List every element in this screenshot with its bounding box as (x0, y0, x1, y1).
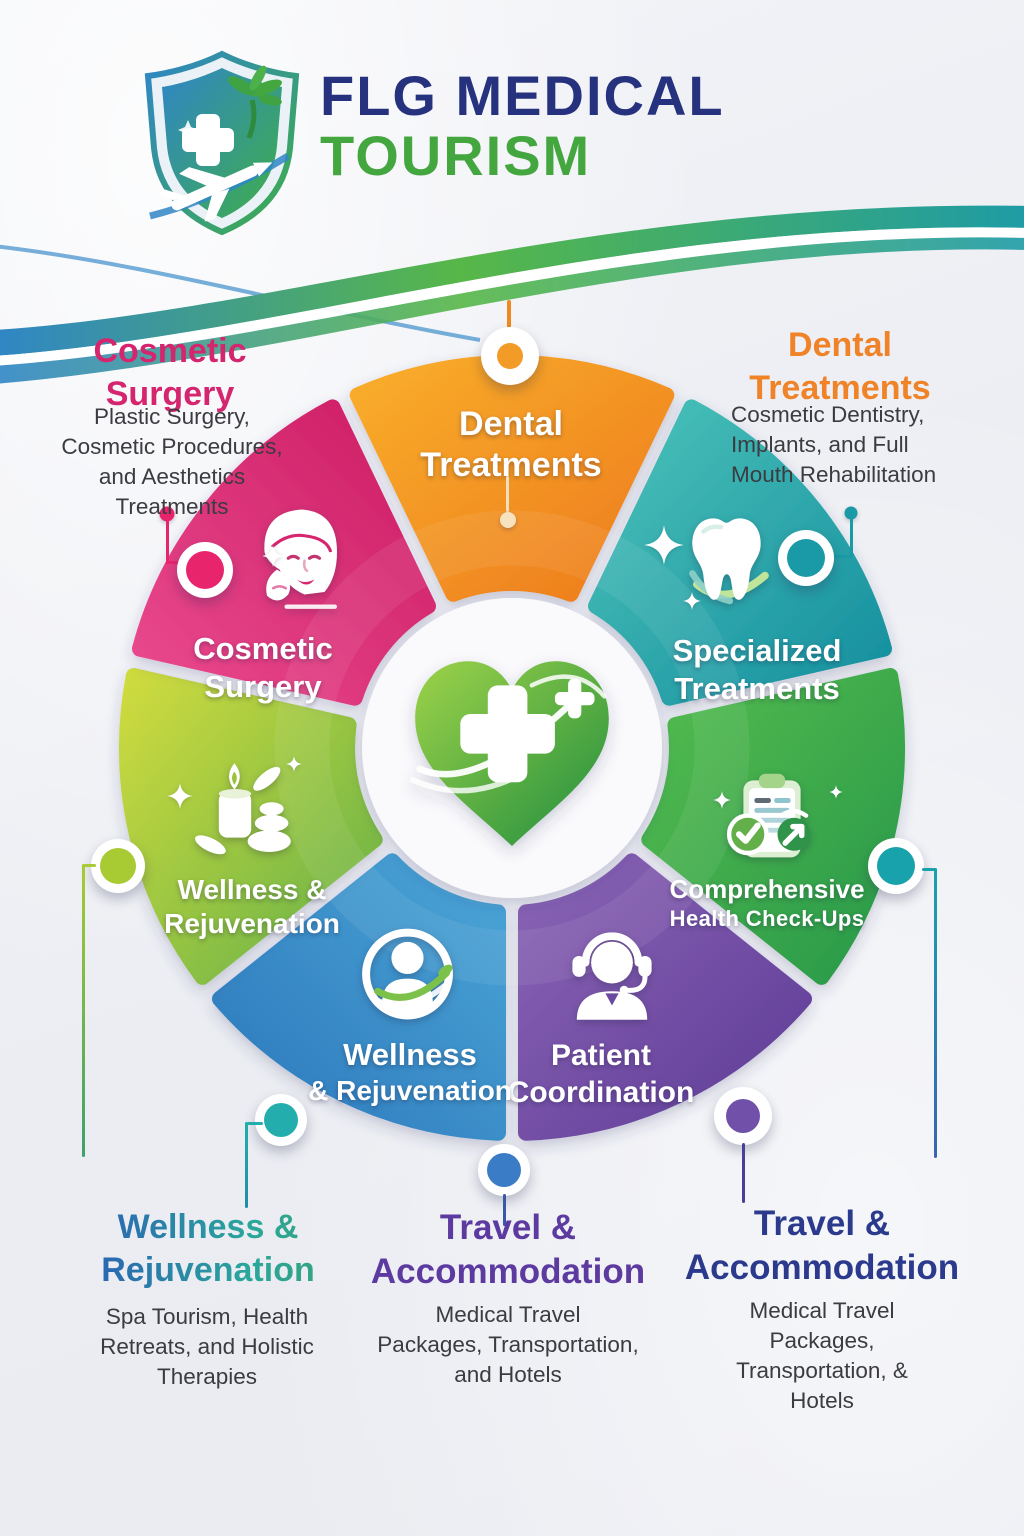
callout-heading-cosmetic-surgery: Cosmetic Surgery (93, 332, 247, 413)
segment-label-line: Wellness & (177, 874, 327, 905)
connector-line-dental-inner (506, 476, 509, 512)
segment-label-line: Coordination (507, 1075, 695, 1109)
segment-label-line: Comprehensive (669, 874, 865, 904)
connector-ring-patient (714, 1087, 772, 1145)
callout-heading-wellness-rejuvenation: Wellness & Rejuvenation (101, 1206, 314, 1292)
connector-dot-specialized-small (844, 506, 858, 520)
callout-heading-travel-accommodation-center: Travel & Accommodation (370, 1208, 646, 1292)
connector-circle-travel-center (478, 1144, 530, 1196)
connector-line-top (507, 300, 511, 330)
connector-circle-wellness-blue (255, 1094, 307, 1146)
spa-candle-stones-icon (195, 763, 291, 855)
connector-line-specialized-v (849, 517, 853, 557)
connector-line-teal-v (245, 1122, 248, 1208)
connector-line-cosmetic-h (166, 561, 184, 564)
connector-dot-dental-inner (500, 512, 516, 528)
segment-patient-wedge (518, 853, 812, 1141)
segment-label-line: Cosmetic (193, 631, 333, 666)
segment-dental-wedge (349, 355, 675, 602)
clipboard-check-icon (726, 773, 811, 858)
headset-agent-icon (572, 932, 652, 1020)
connector-line-checkups-h (922, 868, 936, 871)
segment-label-line: Surgery (204, 668, 322, 704)
palm-tree-icon (227, 65, 282, 139)
sparkle-icon (286, 756, 302, 772)
connector-line-travel-center (502, 1194, 506, 1226)
connector-line-teal-h (247, 1122, 263, 1125)
shield-plane-palm-logo (144, 50, 300, 236)
segment-wellness-blue-wedge (212, 853, 506, 1141)
sparkle-icon (262, 545, 284, 567)
callout-body-travel-accommodation-right: Medical Travel Packages, Transportation,… (736, 1298, 908, 1413)
brand-title-line1: FLG MEDICAL (320, 64, 725, 127)
sparkle-icon (713, 791, 731, 809)
segment-label-line: Dental (459, 405, 563, 443)
connector-line-checkups-v (934, 868, 937, 1158)
segment-label-patient: Patient Coordination (508, 1038, 695, 1111)
segment-label-line: Patient (550, 1039, 652, 1072)
segment-label-cosmetic: Cosmetic Surgery (193, 630, 333, 706)
segment-label-line: Health Check-Ups (669, 905, 865, 931)
sparkle-icon (683, 592, 701, 610)
segment-label-line: Wellness (343, 1037, 477, 1072)
callout-body-dental-treatments: Cosmetic Dentistry, Implants, and Full M… (731, 402, 937, 487)
callout-body-travel-accommodation-center: Medical Travel Packages, Transportation,… (377, 1302, 639, 1387)
connector-circle-specialized (778, 530, 834, 586)
segment-label-wellness-blue: Wellness & Rejuvenation (308, 1036, 512, 1108)
heart-cross-icon (410, 661, 609, 846)
sparkle-icon (829, 785, 843, 799)
segment-label-line: Specialized (672, 633, 842, 668)
sparkle-icon (644, 525, 684, 565)
connector-dot-cosmetic-small (159, 506, 175, 522)
segment-label-specialized: Specialized Treatments (673, 632, 842, 708)
connector-circle-wellness-lime (91, 839, 145, 893)
segment-label-checkups: Comprehensive Health Check-Ups (669, 874, 864, 933)
callout-body-cosmetic-surgery: Plastic Surgery, Cosmetic Procedures, an… (61, 404, 283, 519)
segment-label-wellness-lime: Wellness & Rejuvenation (164, 873, 340, 941)
connector-line-cosmetic-v (165, 520, 169, 564)
connector-ring-dental-top (481, 327, 539, 385)
tooth-icon (689, 518, 769, 605)
cosmetic-face-icon (264, 509, 337, 609)
segment-label-line: & Rejuvenation (308, 1074, 512, 1106)
brand-title-line2: TOURISM (320, 124, 592, 187)
airplane-icon (157, 162, 273, 222)
connector-circle-cosmetic (177, 542, 233, 598)
segment-label-line: Rejuvenation (164, 908, 340, 940)
callout-heading-travel-accommodation-right: Travel & Accommodation (684, 1204, 960, 1288)
callout-heading-dental-treatments: Dental Treatments (749, 326, 931, 407)
connector-line-specialized-h (834, 555, 852, 558)
head-profile-icon (362, 928, 453, 1020)
sparkle-icon (167, 783, 193, 809)
segment-label-line: Treatments (674, 670, 840, 706)
callout-body-wellness-rejuvenation: Spa Tourism, Health Retreats, and Holist… (100, 1304, 314, 1389)
connector-line-patient (741, 1143, 745, 1203)
connector-circle-checkups (868, 838, 924, 894)
segment-label-dental: Dental Treatments (420, 404, 601, 487)
segment-label-line: Treatments (420, 446, 602, 485)
connector-line-lime-h (84, 864, 96, 867)
connector-line-lime-v (82, 864, 85, 1157)
